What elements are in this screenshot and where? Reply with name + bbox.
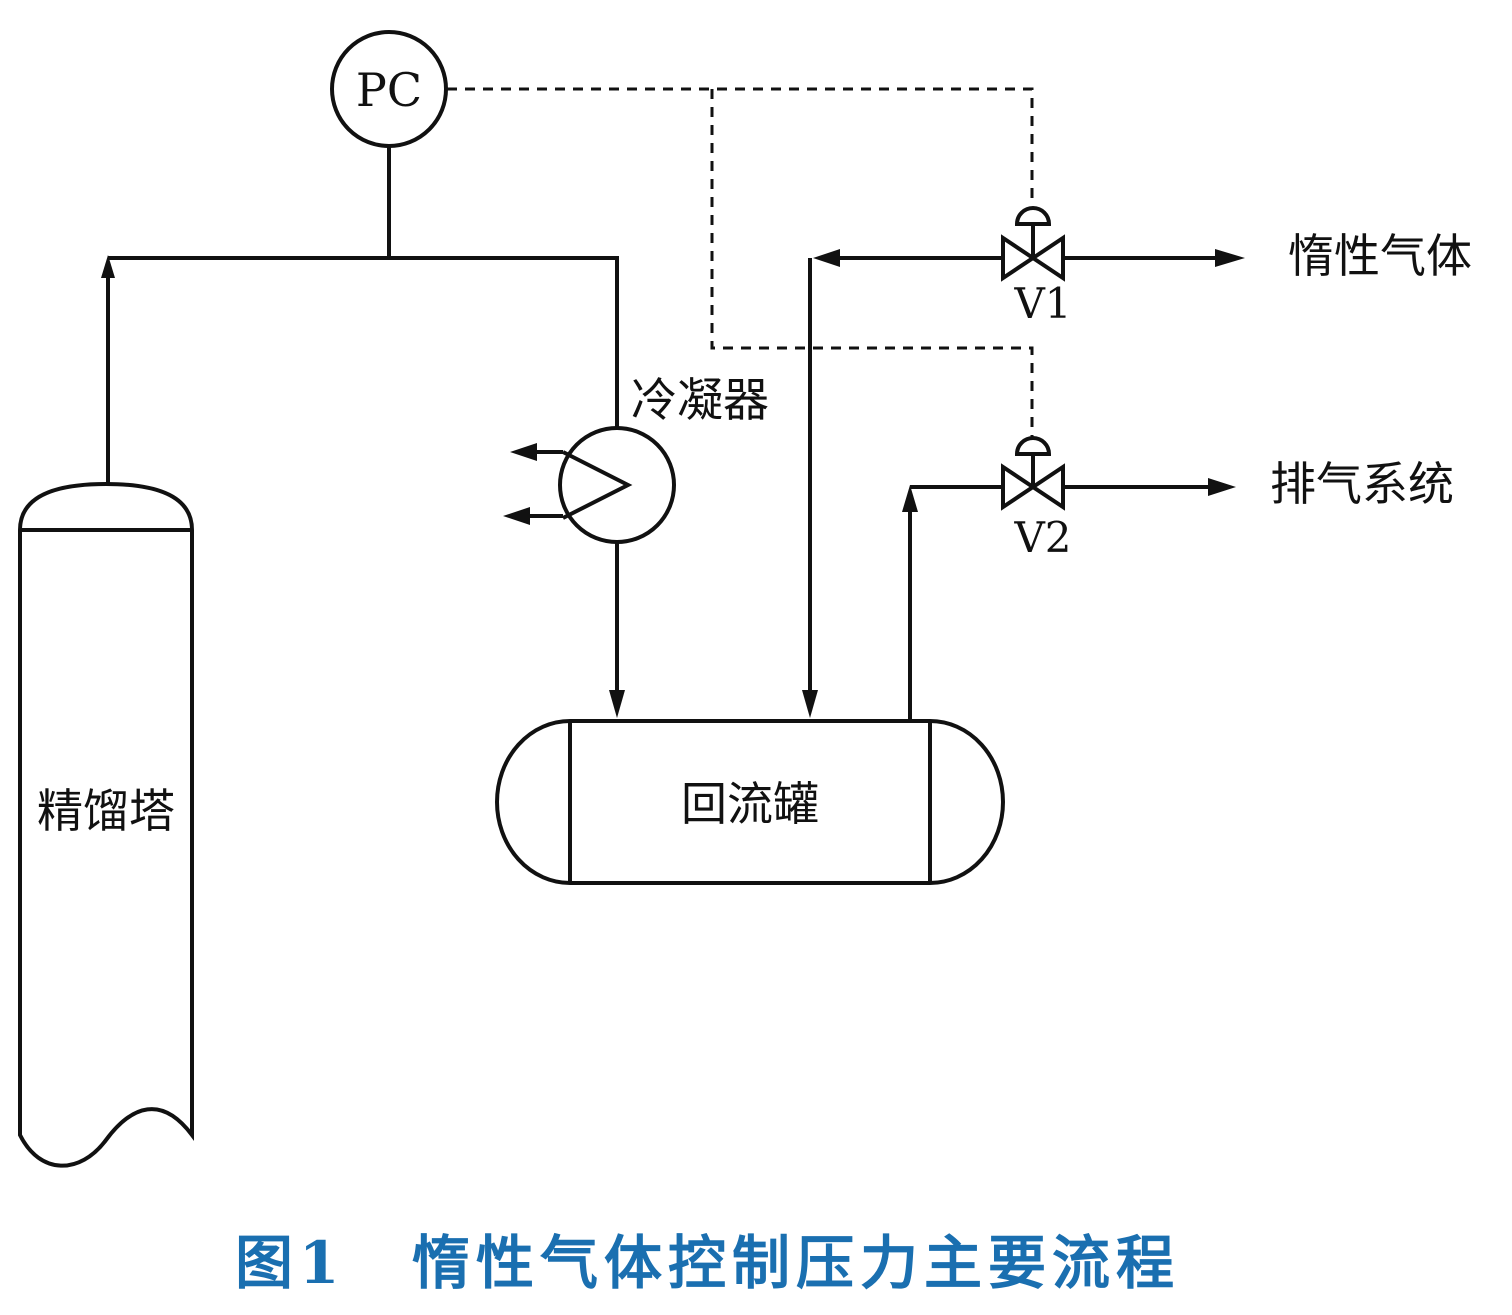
control-signal-lines bbox=[447, 87, 1034, 440]
valve2-label: V2 bbox=[1013, 513, 1071, 562]
column-label: 精馏塔 bbox=[37, 784, 175, 838]
valve1-label: V1 bbox=[1013, 279, 1071, 328]
valve-v1: V1 bbox=[1001, 206, 1072, 328]
distillation-column: 精馏塔 bbox=[18, 481, 194, 1168]
reflux-drum: 回流罐 bbox=[495, 719, 1005, 885]
caption-title: 惰性气体控制压力主要流程 bbox=[412, 1229, 1180, 1297]
condenser-label: 冷凝器 bbox=[631, 373, 769, 427]
valve-v2: V2 bbox=[1001, 436, 1072, 562]
condensate-line bbox=[609, 542, 625, 718]
caption-figure-number: 图1 bbox=[235, 1229, 345, 1297]
drum-label: 回流罐 bbox=[681, 777, 819, 831]
figure-caption: 图1 惰性气体控制压力主要流程 bbox=[235, 1229, 1180, 1297]
overhead-vapor-line bbox=[101, 255, 619, 484]
controller-label: PC bbox=[356, 63, 422, 117]
condenser: 冷凝器 bbox=[503, 373, 769, 544]
vent-label: 排气系统 bbox=[1270, 457, 1454, 511]
pressure-controller: PC bbox=[330, 30, 448, 258]
inert-gas-label: 惰性气体 bbox=[1288, 229, 1472, 283]
vent-line bbox=[902, 478, 1236, 720]
inert-gas-line bbox=[802, 249, 1245, 718]
